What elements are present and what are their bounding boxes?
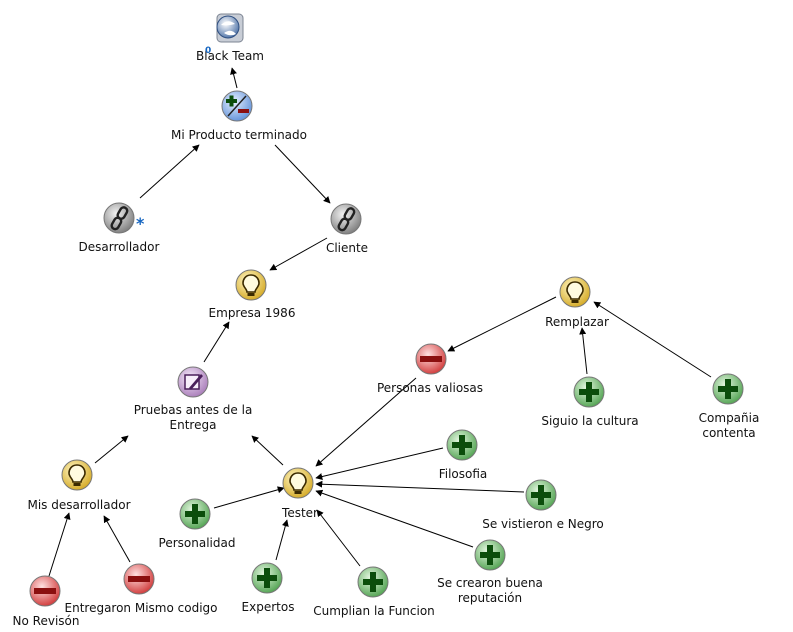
node-label-black-team[interactable]: Black Team — [196, 49, 264, 63]
plus-pro-icon[interactable] — [357, 566, 389, 598]
plus-pro-icon[interactable] — [446, 429, 478, 461]
edge-mis-desarrollador-to-pruebas — [94, 435, 129, 464]
map-root-icon[interactable] — [216, 13, 244, 43]
edge-vistieron-to-tester — [315, 480, 525, 493]
node-label-vistieron[interactable]: Se vistieron e Negro — [482, 517, 604, 531]
chain-link-icon[interactable] — [103, 202, 135, 234]
node-label-mis-desarrollador[interactable]: Mis desarrollador — [27, 498, 131, 512]
edge-mi-producto-to-cliente — [274, 144, 331, 204]
node-label-pruebas[interactable]: Pruebas antes de la Entrega — [133, 403, 253, 432]
plus-pro-icon[interactable] — [525, 479, 557, 511]
plus-pro-icon[interactable] — [251, 562, 283, 594]
node-badge-black-team: 0 — [205, 46, 212, 56]
edge-cliente-to-empresa — [269, 237, 328, 271]
node-label-cliente[interactable]: Cliente — [325, 241, 369, 255]
pro-con-icon[interactable] — [221, 90, 253, 122]
node-label-personas[interactable]: Personas valiosas — [376, 381, 484, 395]
node-label-personalidad[interactable]: Personalidad — [158, 536, 236, 550]
nodes-layer — [29, 13, 744, 607]
chain-link-icon[interactable] — [330, 203, 362, 235]
edge-personas-to-tester — [315, 377, 417, 467]
edges-layer — [48, 67, 712, 577]
node-label-remplazar[interactable]: Remplazar — [545, 315, 609, 329]
node-label-expertos[interactable]: Expertos — [241, 600, 295, 614]
node-label-mi-producto[interactable]: Mi Producto terminado — [171, 128, 307, 142]
edge-mi-producto-to-black-team — [230, 67, 238, 89]
edge-desarrollador-to-mi-producto — [139, 144, 200, 199]
minus-con-icon[interactable] — [415, 343, 447, 375]
edge-compania-to-remplazar — [593, 301, 712, 378]
edge-siguio-to-remplazar — [579, 327, 588, 375]
node-label-empresa[interactable]: Empresa 1986 — [208, 306, 296, 320]
node-label-siguio[interactable]: Siguio la cultura — [541, 414, 639, 428]
plus-pro-icon[interactable] — [712, 373, 744, 405]
edge-pruebas-to-empresa — [203, 321, 230, 363]
plus-pro-icon[interactable] — [573, 376, 605, 408]
edge-expertos-to-tester — [275, 519, 289, 561]
node-label-desarrollador[interactable]: Desarrollador — [78, 240, 160, 254]
node-badge-desarrollador: * — [136, 214, 145, 233]
edge-entregaron-to-mis-desarrollador — [103, 515, 131, 563]
node-label-compania[interactable]: Compañia contenta — [698, 411, 760, 440]
node-label-cumplian[interactable]: Cumplian la Funcion — [313, 604, 435, 618]
edge-personalidad-to-tester — [213, 486, 285, 509]
edge-no-revision-to-mis-desarrollador — [48, 512, 71, 577]
edge-crearon-to-tester — [315, 489, 474, 548]
node-label-filosofia[interactable]: Filosofia — [438, 467, 488, 481]
plus-pro-icon[interactable] — [474, 539, 506, 571]
note-pencil-icon[interactable] — [177, 366, 209, 398]
node-label-tester[interactable]: Tester — [282, 506, 318, 520]
edge-remplazar-to-personas — [447, 296, 557, 352]
lightbulb-idea-icon[interactable] — [282, 467, 314, 499]
edge-filosofia-to-tester — [315, 447, 444, 480]
node-label-crearon[interactable]: Se crearon buena reputación — [437, 576, 543, 605]
edge-cumplian-to-tester — [316, 509, 361, 567]
lightbulb-idea-icon[interactable] — [235, 269, 267, 301]
minus-con-icon[interactable] — [123, 563, 155, 595]
node-label-entregaron[interactable]: Entregaron Mismo codigo — [64, 601, 218, 615]
node-label-no-revision[interactable]: No Revisón — [12, 614, 80, 628]
lightbulb-idea-icon[interactable] — [61, 459, 93, 491]
edge-tester-to-pruebas — [251, 435, 284, 466]
minus-con-icon[interactable] — [29, 575, 61, 607]
lightbulb-idea-icon[interactable] — [559, 276, 591, 308]
plus-pro-icon[interactable] — [179, 498, 211, 530]
